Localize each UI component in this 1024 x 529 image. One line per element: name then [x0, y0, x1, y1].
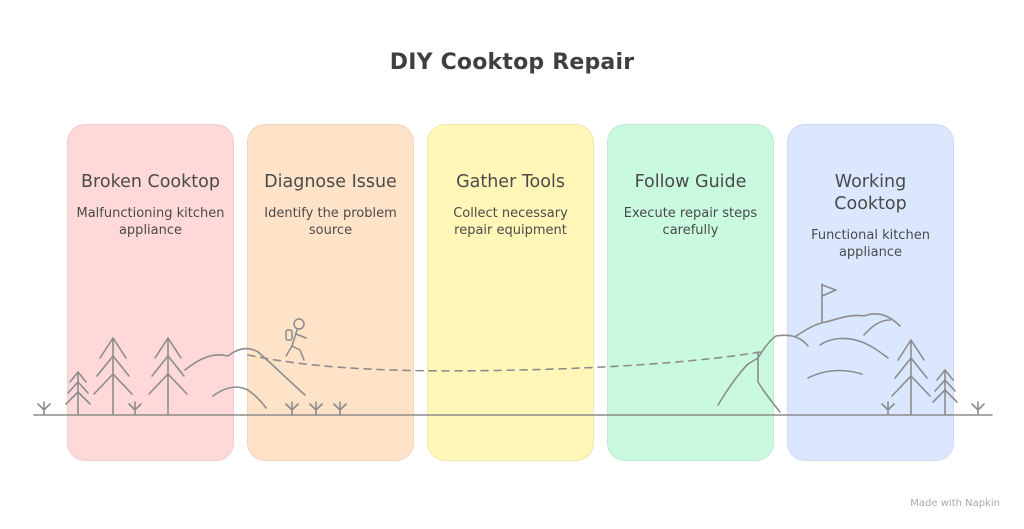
step-label: Gather Tools [456, 172, 565, 192]
napkin-watermark: Made with Napkin [910, 498, 1000, 509]
step-description: Execute repair steps carefully [623, 206, 758, 238]
step-card-gather-tools: Gather Tools Collect necessary repair eq… [427, 124, 594, 461]
step-description: Functional kitchen appliance [811, 228, 930, 260]
step-label: Working Cooktop [834, 172, 907, 214]
step-card-follow-guide: Follow Guide Execute repair steps carefu… [607, 124, 774, 461]
step-label: Diagnose Issue [264, 172, 397, 192]
step-description: Identify the problem source [264, 206, 397, 238]
step-card-working-cooktop: Working Cooktop Functional kitchen appli… [787, 124, 954, 461]
step-description: Malfunctioning kitchen appliance [76, 206, 225, 238]
step-card-diagnose-issue: Diagnose Issue Identify the problem sour… [247, 124, 414, 461]
step-label: Follow Guide [634, 172, 747, 192]
step-label: Broken Cooktop [81, 172, 220, 192]
step-description: Collect necessary repair equipment [453, 206, 568, 238]
diagram-title: DIY Cooktop Repair [389, 50, 635, 75]
step-card-broken-cooktop: Broken Cooktop Malfunctioning kitchen ap… [67, 124, 234, 461]
